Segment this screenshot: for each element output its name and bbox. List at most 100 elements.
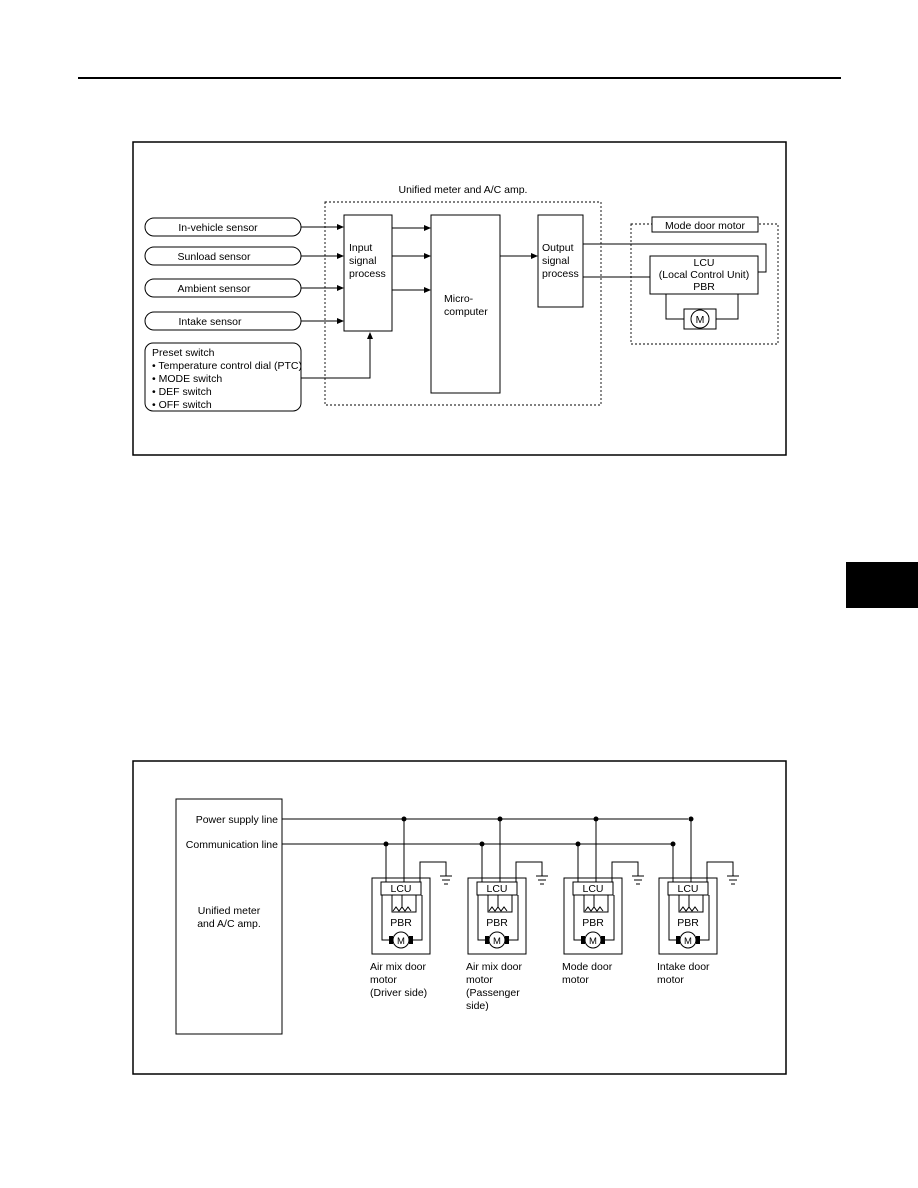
svg-text:In-vehicle sensor: In-vehicle sensor xyxy=(178,222,258,234)
motor-terminal xyxy=(409,936,413,944)
pbr-loop xyxy=(391,895,417,913)
motor-symbol: M xyxy=(683,308,717,330)
svg-text:• MODE switch: • MODE switch xyxy=(152,373,222,385)
lcu-block: LCU (Local Control Unit) PBR xyxy=(649,255,759,295)
motor-wire-left xyxy=(668,895,676,941)
communication-system-diagram: Unified meter and A/C amp. Power supply … xyxy=(132,760,787,1075)
motor-caption-line: Intake door xyxy=(657,961,710,973)
motor-caption-line: motor xyxy=(657,974,684,986)
input-signal-process-block: Input signal process xyxy=(343,214,393,332)
motor-caption-line: Mode door xyxy=(562,961,613,973)
motor-wire-right xyxy=(413,895,423,941)
lcu-label: LCU xyxy=(486,883,507,895)
svg-text:Intake sensor: Intake sensor xyxy=(178,316,242,328)
svg-text:Ambient sensor: Ambient sensor xyxy=(178,283,251,295)
control-system-diagram: Unified meter and A/C amp. In-vehicle se… xyxy=(132,141,787,456)
lcu-label: LCU xyxy=(582,883,603,895)
section-tab-marker xyxy=(846,562,918,608)
motor-terminal xyxy=(389,936,393,944)
pbr-loop xyxy=(583,895,609,913)
motor-circle xyxy=(488,931,506,949)
motor-circle xyxy=(392,931,410,949)
motor-caption-line: Air mix door xyxy=(370,961,427,973)
svg-text:• Temperature control dial (PT: • Temperature control dial (PTC) xyxy=(152,360,302,372)
motor-wire-left xyxy=(381,895,389,941)
svg-text:Unified meter: Unified meter xyxy=(198,905,261,917)
motor-caption-line: motor xyxy=(370,974,397,986)
svg-text:M: M xyxy=(696,314,705,326)
motor-caption-line: motor xyxy=(562,974,589,986)
motor-caption-line: side) xyxy=(466,1000,489,1012)
communication-line-label: Communication line xyxy=(186,839,278,851)
pbr-loop xyxy=(678,895,704,913)
svg-text:signal: signal xyxy=(542,255,569,267)
motor-wire-left xyxy=(573,895,581,941)
svg-text:Preset switch: Preset switch xyxy=(152,347,215,359)
amp-boundary xyxy=(324,201,602,406)
svg-text:signal: signal xyxy=(349,255,376,267)
lcu-box xyxy=(572,881,614,896)
svg-text:Sunload sensor: Sunload sensor xyxy=(178,251,251,263)
motor-terminal xyxy=(696,936,700,944)
motor-wire-left xyxy=(477,895,485,941)
svg-text:PBR: PBR xyxy=(693,281,715,293)
sensor-in-vehicle: In-vehicle sensor xyxy=(144,217,302,237)
sensor-ambient: Ambient sensor xyxy=(144,278,302,298)
lcu-box xyxy=(667,881,709,896)
motor-symbol-label: M xyxy=(684,936,692,947)
diagram1-frame xyxy=(132,141,787,456)
lcu-label: LCU xyxy=(390,883,411,895)
motor-caption-line: motor xyxy=(466,974,493,986)
preset-switch-box: Preset switch • Temperature control dial… xyxy=(144,342,302,412)
svg-text:process: process xyxy=(349,268,386,280)
motor-caption-line: (Driver side) xyxy=(370,987,427,999)
motor-wire-right xyxy=(509,895,519,941)
svg-text:and A/C amp.: and A/C amp. xyxy=(197,918,261,930)
output-to-lcu-wires xyxy=(583,243,767,320)
svg-text:Input: Input xyxy=(349,242,372,254)
power-supply-line-label: Power supply line xyxy=(196,814,278,826)
sensor-intake: Intake sensor xyxy=(144,311,302,331)
svg-text:(Local Control Unit): (Local Control Unit) xyxy=(659,269,749,281)
lcu-box xyxy=(380,881,422,896)
svg-text:Micro-: Micro- xyxy=(444,293,474,305)
unit-wires xyxy=(381,819,452,941)
motor-circle xyxy=(584,931,602,949)
page-top-rule xyxy=(78,77,841,79)
svg-text:• DEF switch: • DEF switch xyxy=(152,386,212,398)
output-signal-process-block: Output signal process xyxy=(537,214,584,308)
motor-circle xyxy=(679,931,697,949)
motor-terminal xyxy=(485,936,489,944)
motor-wire-right xyxy=(605,895,615,941)
pbr-label: PBR xyxy=(677,917,699,929)
unit-wires xyxy=(477,819,548,941)
motor-terminal xyxy=(505,936,509,944)
motor-symbol-label: M xyxy=(493,936,501,947)
pbr-label: PBR xyxy=(582,917,604,929)
unit-wires xyxy=(573,819,644,941)
lcu-box xyxy=(476,881,518,896)
motor-symbol-label: M xyxy=(397,936,405,947)
motor-caption-line: (Passenger xyxy=(466,987,520,999)
svg-text:LCU: LCU xyxy=(693,257,714,269)
motor-terminal xyxy=(601,936,605,944)
sensor-arrows xyxy=(301,224,538,379)
motor-wire-right xyxy=(700,895,710,941)
svg-text:computer: computer xyxy=(444,306,488,318)
microcomputer-block: Micro- computer xyxy=(430,214,501,394)
svg-text:Mode door motor: Mode door motor xyxy=(665,220,745,232)
svg-text:process: process xyxy=(542,268,579,280)
diagram2-frame xyxy=(132,760,787,1075)
motor-symbol-label: M xyxy=(589,936,597,947)
amp-block: Unified meter and A/C amp. xyxy=(175,798,283,1035)
sensor-sunload: Sunload sensor xyxy=(144,246,302,266)
mode-door-motor-label: Mode door motor xyxy=(651,216,759,233)
motor-terminal xyxy=(676,936,680,944)
svg-text:• OFF switch: • OFF switch xyxy=(152,399,212,411)
pbr-loop xyxy=(487,895,513,913)
unit-wires xyxy=(668,819,739,941)
